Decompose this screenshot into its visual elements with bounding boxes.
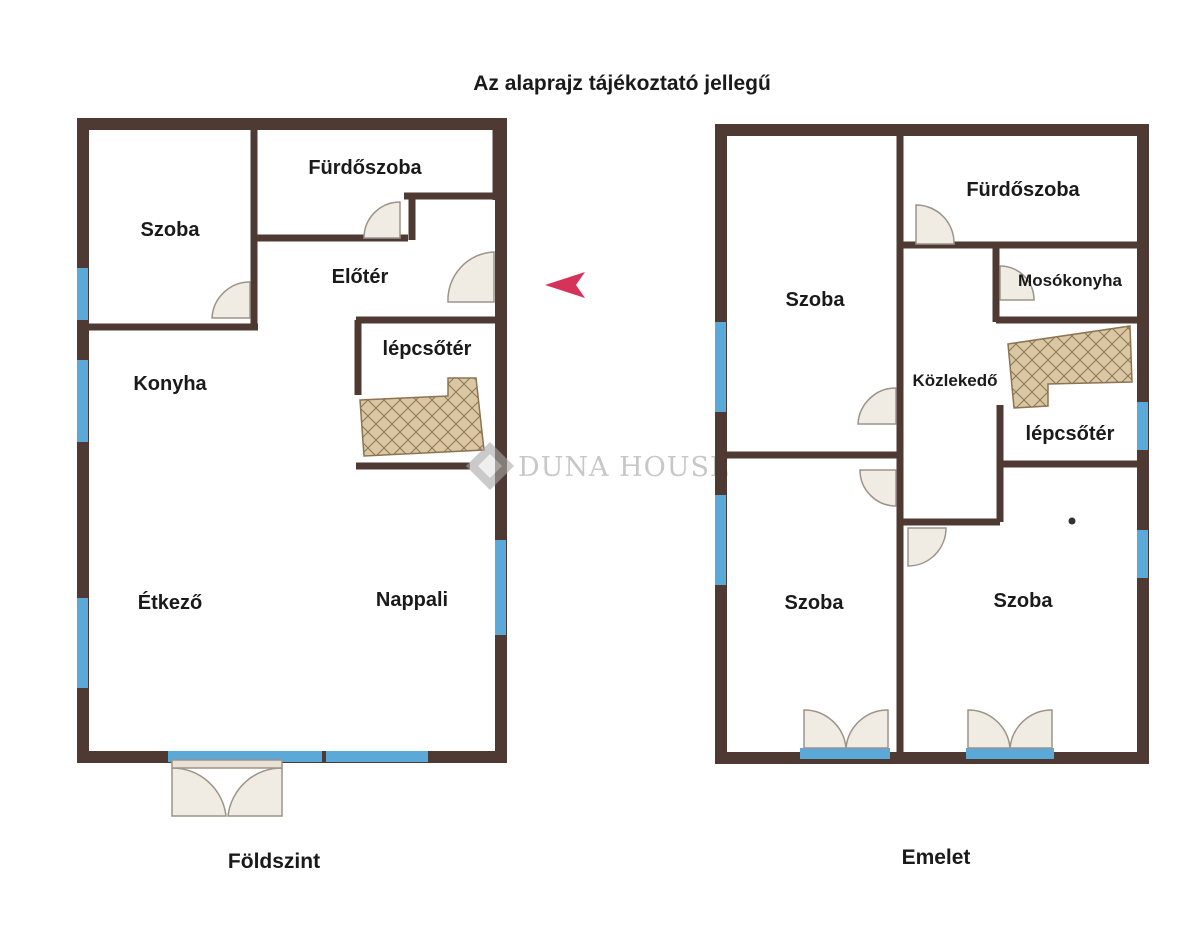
upper-floor-plan: Szoba Fürdőszoba Mosókonyha Közlekedő lé…	[715, 124, 1149, 869]
room-label-mosokonyha: Mosókonyha	[1018, 271, 1122, 290]
duna-house-logo-icon	[466, 442, 514, 490]
plan-title: Az alaprajz tájékoztató jellegű	[473, 72, 771, 95]
upper-interior-walls	[723, 132, 1141, 752]
ground-windows	[77, 268, 506, 762]
room-label-kozlekedo: Közlekedő	[912, 371, 997, 390]
room-label-furdoszoba-upper: Fürdőszoba	[966, 179, 1080, 201]
upper-windows	[715, 322, 1148, 759]
ceiling-fixture-icon	[1068, 517, 1076, 525]
room-label-szoba: Szoba	[141, 219, 201, 241]
floor-label-upper: Emelet	[902, 846, 971, 869]
ground-doors	[171, 201, 495, 817]
floor-label-ground: Földszint	[228, 850, 320, 873]
room-label-etkezo: Étkező	[138, 591, 202, 614]
entrance-arrow-icon	[545, 272, 585, 298]
upper-doors	[803, 204, 1053, 749]
watermark-text: DUNA HOUSE	[518, 452, 731, 483]
duna-house-watermark: DUNA HOUSE	[466, 442, 731, 490]
ground-stairs-icon	[359, 377, 485, 457]
room-label-konyha: Konyha	[133, 373, 207, 395]
room-label-lepcsoter-upper: lépcsőtér	[1026, 423, 1115, 445]
room-label-szoba-top: Szoba	[786, 289, 846, 311]
room-label-eloter: Előtér	[332, 266, 389, 288]
room-label-szoba-bottom-right: Szoba	[994, 590, 1054, 612]
ground-floor-plan: Szoba Fürdőszoba Előtér lépcsőtér Konyha…	[77, 118, 585, 873]
room-label-lepcsoter: lépcsőtér	[383, 338, 472, 360]
upper-stairs-icon	[1007, 325, 1133, 409]
room-label-szoba-bottom-left: Szoba	[785, 592, 845, 614]
room-label-nappali: Nappali	[376, 589, 448, 611]
room-label-furdoszoba: Fürdőszoba	[308, 157, 422, 179]
